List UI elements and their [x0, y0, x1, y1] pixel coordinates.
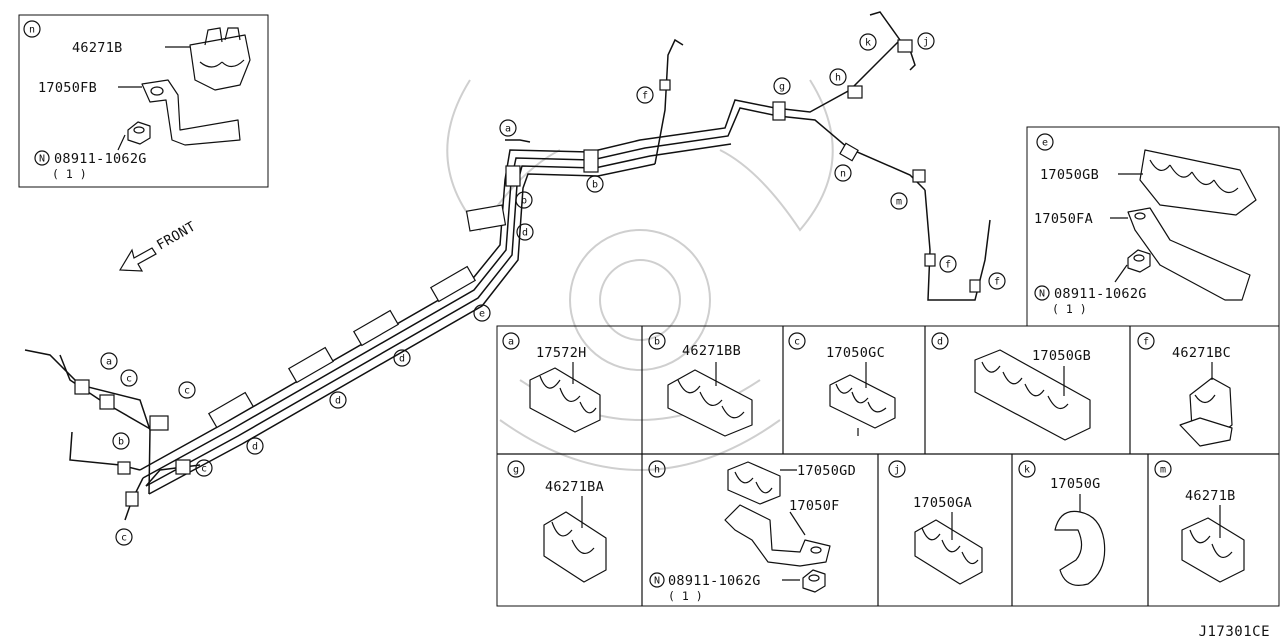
- watermark-emblem: [446, 79, 834, 471]
- callout-d-4: d: [252, 442, 258, 453]
- callout-a-2: a: [106, 357, 112, 368]
- callout-b-3: b: [118, 437, 124, 448]
- cell-f-key: f: [1143, 337, 1149, 348]
- callout-c-4: c: [121, 533, 127, 544]
- cell-b-key: b: [654, 337, 660, 348]
- cell-h-nut-symbol: N: [654, 576, 660, 587]
- cell-c-key: c: [794, 337, 800, 348]
- cell-h: h 17050GD 17050F N 08911-1062G ( 1 ): [648, 460, 856, 603]
- front-label: FRONT: [154, 219, 198, 254]
- detail-e-panel: e 17050GB 17050FA N 08911-1062G ( 1 ): [1026, 126, 1280, 327]
- callout-f-2: f: [945, 260, 951, 271]
- cell-m-key: m: [1160, 465, 1166, 476]
- cell-f-pn: 46271BC: [1172, 345, 1231, 361]
- cell-g-key: g: [513, 465, 519, 476]
- cell-k-key: k: [1024, 465, 1030, 476]
- callout-c-3: c: [201, 464, 207, 475]
- callout-e-1: e: [479, 309, 485, 320]
- parts-grid: [496, 325, 1280, 607]
- callout-b-1: b: [521, 196, 527, 207]
- detail-n-key: n: [29, 25, 35, 36]
- detail-n-nut-symbol: N: [39, 154, 45, 165]
- callout-j-1: j: [923, 37, 929, 48]
- cell-a-pn: 17572H: [536, 345, 587, 361]
- callout-d-1: d: [522, 228, 528, 239]
- callout-n-1: n: [840, 169, 846, 180]
- cell-h-nut-qty: ( 1 ): [668, 589, 703, 603]
- routing-callouts: a b d b f g h k j n m f f e d d d a c c …: [100, 32, 1006, 546]
- cell-h-key: h: [654, 465, 660, 476]
- callout-k-1: k: [865, 38, 871, 49]
- cell-f: f 46271BC: [1137, 332, 1233, 447]
- callout-c-1: c: [126, 374, 132, 385]
- brake-fuel-tube-routing: [24, 11, 991, 521]
- detail-e-key: e: [1042, 138, 1048, 149]
- cell-g-pn: 46271BA: [545, 479, 604, 495]
- cell-d-pn: 17050GB: [1032, 348, 1091, 364]
- callout-d-3: d: [335, 396, 341, 407]
- callout-c-2: c: [184, 386, 190, 397]
- cell-j: j 17050GA: [888, 460, 983, 585]
- detail-n-panel: n 46271B 17050FB N 08911-1062G ( 1 ): [18, 14, 269, 188]
- callout-a-1: a: [505, 124, 511, 135]
- cell-h-pn-17050GD: 17050GD: [797, 463, 856, 479]
- cell-c-pn: 17050GC: [826, 345, 885, 361]
- cell-j-key: j: [894, 465, 900, 476]
- cell-b-pn: 46271BB: [682, 343, 741, 359]
- cell-a: a 17572H: [502, 332, 601, 433]
- callout-h-1: h: [835, 73, 841, 84]
- detail-e-pn-nut: 08911-1062G: [1054, 286, 1147, 302]
- detail-n-pn-nut: 08911-1062G: [54, 151, 147, 167]
- detail-n-nut-qty: ( 1 ): [52, 167, 87, 181]
- cell-m-pn: 46271B: [1185, 488, 1236, 504]
- cell-g: g 46271BA: [507, 460, 607, 583]
- cell-k: k 17050G: [1018, 460, 1106, 586]
- detail-e-nut-symbol: N: [1039, 289, 1045, 300]
- detail-n-pn-17050FB: 17050FB: [38, 80, 97, 96]
- callout-g-1: g: [779, 82, 785, 93]
- callout-f-1: f: [642, 91, 648, 102]
- cell-h-pn-nut: 08911-1062G: [668, 573, 761, 589]
- cell-b: b 46271BB: [648, 332, 753, 437]
- detail-e-nut-qty: ( 1 ): [1052, 302, 1087, 316]
- cell-c: c 17050GC: [788, 332, 896, 436]
- detail-e-pn-17050FA: 17050FA: [1034, 211, 1093, 227]
- front-direction-indicator: FRONT: [118, 219, 198, 272]
- cell-m: m 46271B: [1154, 460, 1245, 583]
- drawing-code: J17301CE: [1199, 624, 1270, 639]
- front-arrow-icon: [118, 247, 157, 272]
- callout-d-2: d: [399, 354, 405, 365]
- cell-j-pn: 17050GA: [913, 495, 972, 511]
- callout-f-3: f: [994, 277, 1000, 288]
- cell-h-pn-17050F: 17050F: [789, 498, 840, 514]
- cell-d: d 17050GB: [931, 332, 1091, 441]
- cell-d-key: d: [937, 337, 943, 348]
- cell-k-pn: 17050G: [1050, 476, 1101, 492]
- callout-b-2: b: [592, 180, 598, 191]
- detail-n-pn-46271B: 46271B: [72, 40, 123, 56]
- cell-a-key: a: [508, 337, 514, 348]
- callout-m-1: m: [896, 197, 902, 208]
- detail-e-pn-17050GB: 17050GB: [1040, 167, 1099, 183]
